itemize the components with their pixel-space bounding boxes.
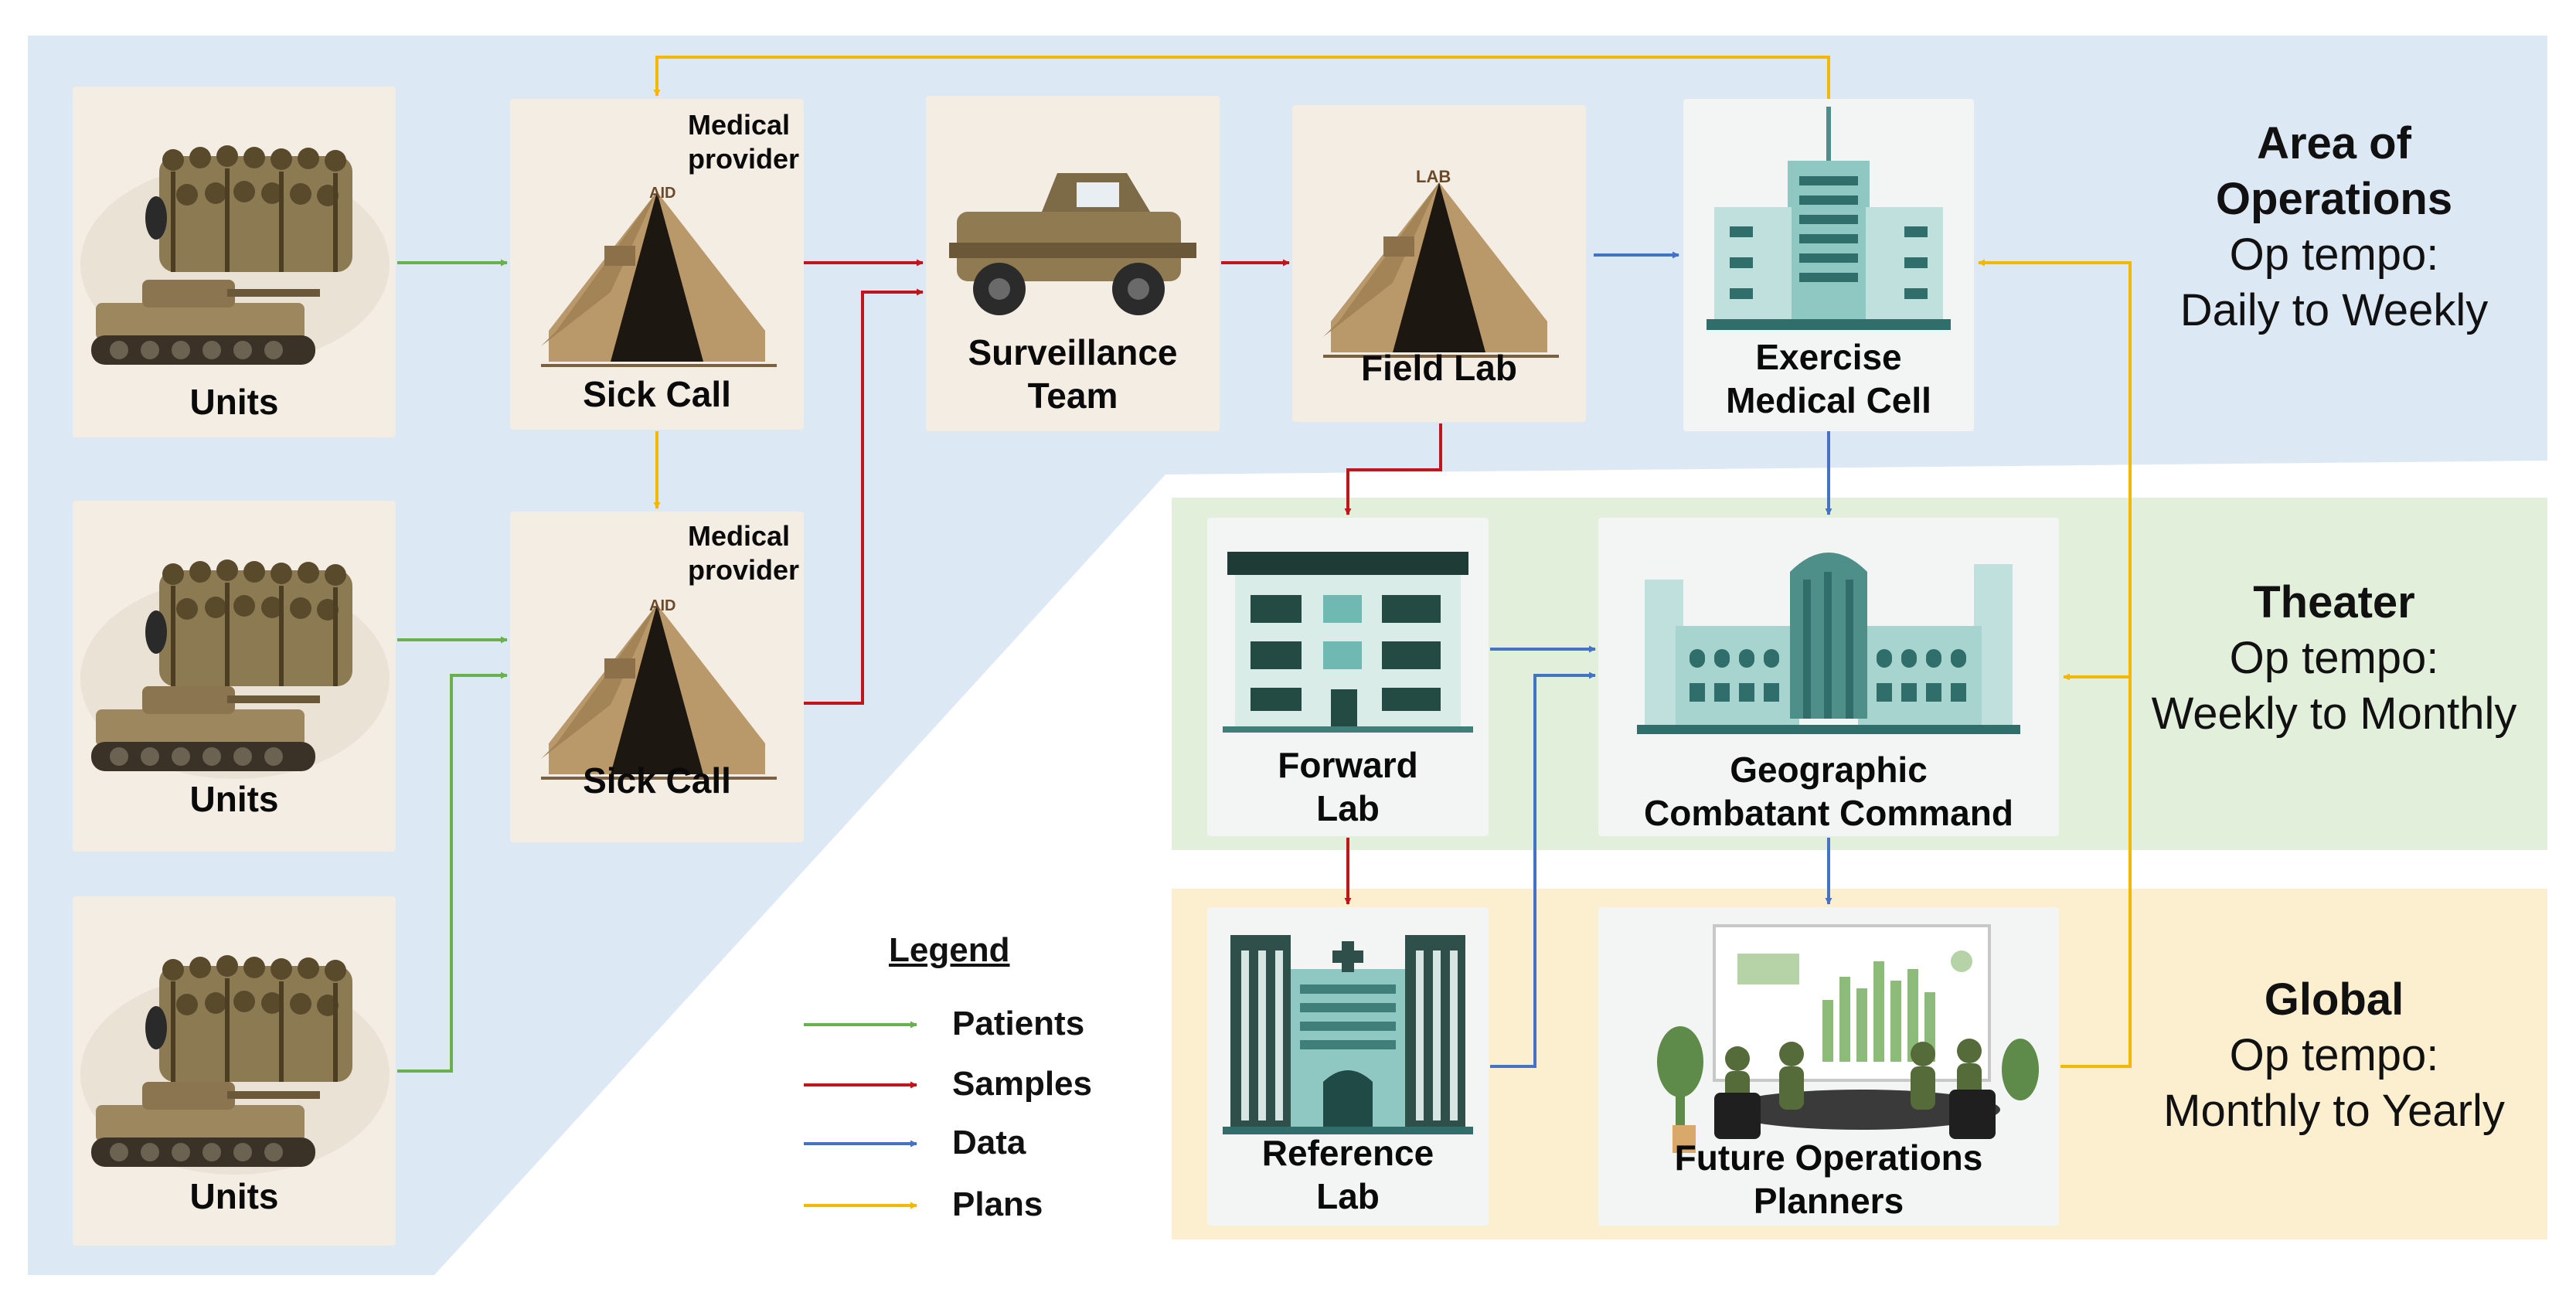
fop-line2: Planners <box>1753 1181 1904 1221</box>
soldiers-icon <box>145 955 352 1082</box>
planners-meeting-icon <box>1657 924 2039 1153</box>
legend-item-plans: Plans <box>952 1185 1043 1223</box>
global-tempo-line1: Op tempo: <box>2229 1030 2439 1080</box>
gcc-line2: Combatant Command <box>1644 793 2013 833</box>
exercise-medical-cell-node: Exercise Medical Cell <box>1683 99 1974 431</box>
theater-title: Theater <box>2253 577 2415 627</box>
theater-tempo-line2: Weekly to Monthly <box>2151 689 2517 739</box>
geographic-combatant-command-node: Geographic Combatant Command <box>1598 518 2059 836</box>
exercise-medical-cell-line1: Exercise <box>1755 337 1902 377</box>
medical-provider-line1: Medical <box>688 109 791 141</box>
reference-lab-line2: Lab <box>1316 1176 1380 1216</box>
forward-lab-node: Forward Lab <box>1207 518 1489 836</box>
aid-tent-icon: AID <box>541 185 777 367</box>
field-lab-node: LAB Field Lab <box>1292 105 1586 422</box>
aid-sign: AID <box>649 597 675 614</box>
medical-provider-label: Medical provider <box>688 108 799 176</box>
reference-lab-label: Reference Lab <box>1207 1131 1489 1218</box>
zone-title-theater: Theater Op tempo: Weekly to Monthly <box>2118 575 2550 742</box>
medical-provider-line1: Medical <box>688 520 791 552</box>
units-illustration <box>80 955 390 1175</box>
units-label: Units <box>189 779 279 819</box>
future-operations-planners-node: Future Operations Planners <box>1598 907 2059 1226</box>
units-label: Units <box>189 1176 279 1216</box>
units-label: Units <box>189 382 279 422</box>
legend-item-samples: Samples <box>952 1065 1092 1103</box>
theater-tempo-line1: Op tempo: <box>2229 633 2439 683</box>
aoo-tempo-line2: Daily to Weekly <box>2180 285 2489 335</box>
medical-provider-line2: provider <box>688 143 800 175</box>
exercise-medical-cell-label: Exercise Medical Cell <box>1683 335 1974 422</box>
surveillance-team-line2: Team <box>1027 376 1118 416</box>
geographic-combatant-command-label: Geographic Combatant Command <box>1598 748 2059 835</box>
forward-lab-line2: Lab <box>1316 788 1380 828</box>
units-illustration <box>80 559 390 779</box>
surveillance-team-line1: Surveillance <box>968 332 1178 372</box>
soldiers-icon <box>145 559 352 686</box>
aid-tent-icon: AID <box>541 597 777 780</box>
medical-provider-label: Medical provider <box>688 519 799 587</box>
soldiers-icon <box>145 145 352 272</box>
aoo-tempo-line1: Op tempo: <box>2229 230 2439 280</box>
forward-lab-line1: Forward <box>1278 745 1418 785</box>
sick-call-node-2: AID Medical provider Sick Call <box>510 512 804 842</box>
aoo-title-line2: Operations <box>2215 174 2453 224</box>
units-node-2: Units <box>73 501 396 852</box>
sick-call-node-1: AID Medical provider Sick Call <box>510 99 804 430</box>
exercise-medical-cell-line2: Medical Cell <box>1726 380 1931 420</box>
tank-icon <box>91 280 320 365</box>
legend-item-data: Data <box>952 1124 1026 1161</box>
military-vehicle-icon <box>949 173 1196 315</box>
forward-lab-label: Forward Lab <box>1207 743 1489 830</box>
zone-title-global: Global Op tempo: Monthly to Yearly <box>2133 972 2535 1139</box>
zone-title-area-of-operations: Area of Operations Op tempo: Daily to We… <box>2141 116 2527 338</box>
medical-provider-line2: provider <box>688 554 800 586</box>
sick-call-label: Sick Call <box>583 374 731 414</box>
surveillance-team-node: Surveillance Team <box>926 96 1220 431</box>
global-tempo-line2: Monthly to Yearly <box>2163 1086 2505 1136</box>
units-node-3: Units <box>73 896 396 1246</box>
aoo-title-line1: Area of <box>2257 118 2411 168</box>
global-title: Global <box>2264 974 2404 1025</box>
lab-building-icon <box>1223 552 1473 733</box>
sick-call-label: Sick Call <box>583 760 731 801</box>
tank-icon <box>91 1082 320 1167</box>
field-lab-label: Field Lab <box>1361 348 1517 388</box>
units-illustration <box>80 145 390 365</box>
fop-line1: Future Operations <box>1674 1137 1983 1178</box>
hospital-building-icon <box>1707 107 1951 330</box>
lab-tent-icon: LAB <box>1323 167 1559 358</box>
legend-title: Legend <box>889 931 1010 969</box>
aid-sign: AID <box>649 185 675 202</box>
surveillance-team-label: Surveillance Team <box>926 331 1220 417</box>
reference-lab-node: Reference Lab <box>1207 907 1489 1226</box>
tank-icon <box>91 686 320 771</box>
future-operations-planners-label: Future Operations Planners <box>1598 1136 2059 1222</box>
lab-sign: LAB <box>1416 167 1451 186</box>
reference-lab-building-icon <box>1223 935 1473 1134</box>
units-node-1: Units <box>73 87 396 437</box>
gcc-line1: Geographic <box>1730 750 1928 790</box>
reference-lab-line1: Reference <box>1261 1133 1434 1173</box>
legend-item-patients: Patients <box>952 1005 1085 1042</box>
